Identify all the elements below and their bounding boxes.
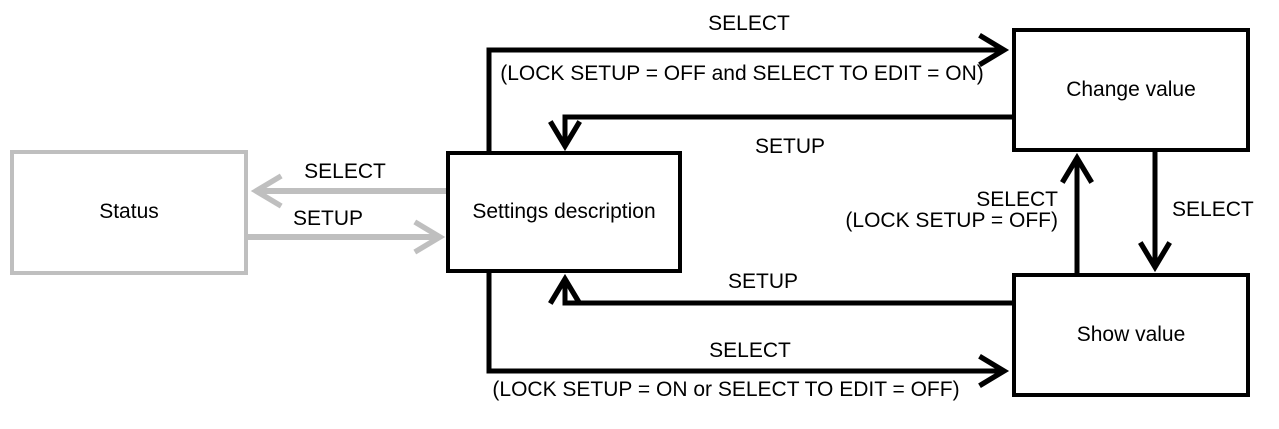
state-label-show-value: Show value [1076, 322, 1186, 346]
arrow-change-to-settings [548, 114, 1012, 152]
state-box-change-value: Change value [1012, 28, 1250, 152]
edge-label-settings-to-change: SELECT [708, 12, 790, 35]
state-label-settings-description: Settings description [472, 199, 656, 223]
edge-condition-show-to-change: (LOCK SETUP = OFF) [845, 209, 1058, 232]
edge-label-show-to-change: SELECT [976, 188, 1058, 211]
edge-label-settings-to-status: SELECT [304, 160, 386, 183]
arrow-settings-to-show [486, 273, 1010, 388]
state-label-status: Status [99, 200, 159, 224]
edge-label-settings-to-show: SELECT [709, 339, 791, 362]
state-box-settings-description: Settings description [446, 151, 682, 273]
state-box-show-value: Show value [1012, 273, 1250, 397]
edge-condition-settings-to-show: (LOCK SETUP = ON or SELECT TO EDIT = OFF… [492, 378, 960, 401]
edge-label-change-to-settings: SETUP [754, 135, 826, 158]
edge-condition-settings-to-change: (LOCK SETUP = OFF and SELECT TO EDIT = O… [500, 62, 984, 85]
edge-label-change-to-show: SELECT [1172, 198, 1254, 221]
state-box-status: Status [10, 150, 248, 275]
arrow-settings-to-change [486, 33, 1010, 152]
edge-label-status-to-settings: SETUP [292, 207, 364, 230]
edge-label-show-to-settings: SETUP [727, 270, 799, 293]
arrow-show-to-settings [548, 273, 1012, 306]
edge-label-show-to-change-group: SELECT (LOCK SETUP = OFF) [845, 189, 1058, 231]
state-label-change-value: Change value [1066, 77, 1196, 101]
